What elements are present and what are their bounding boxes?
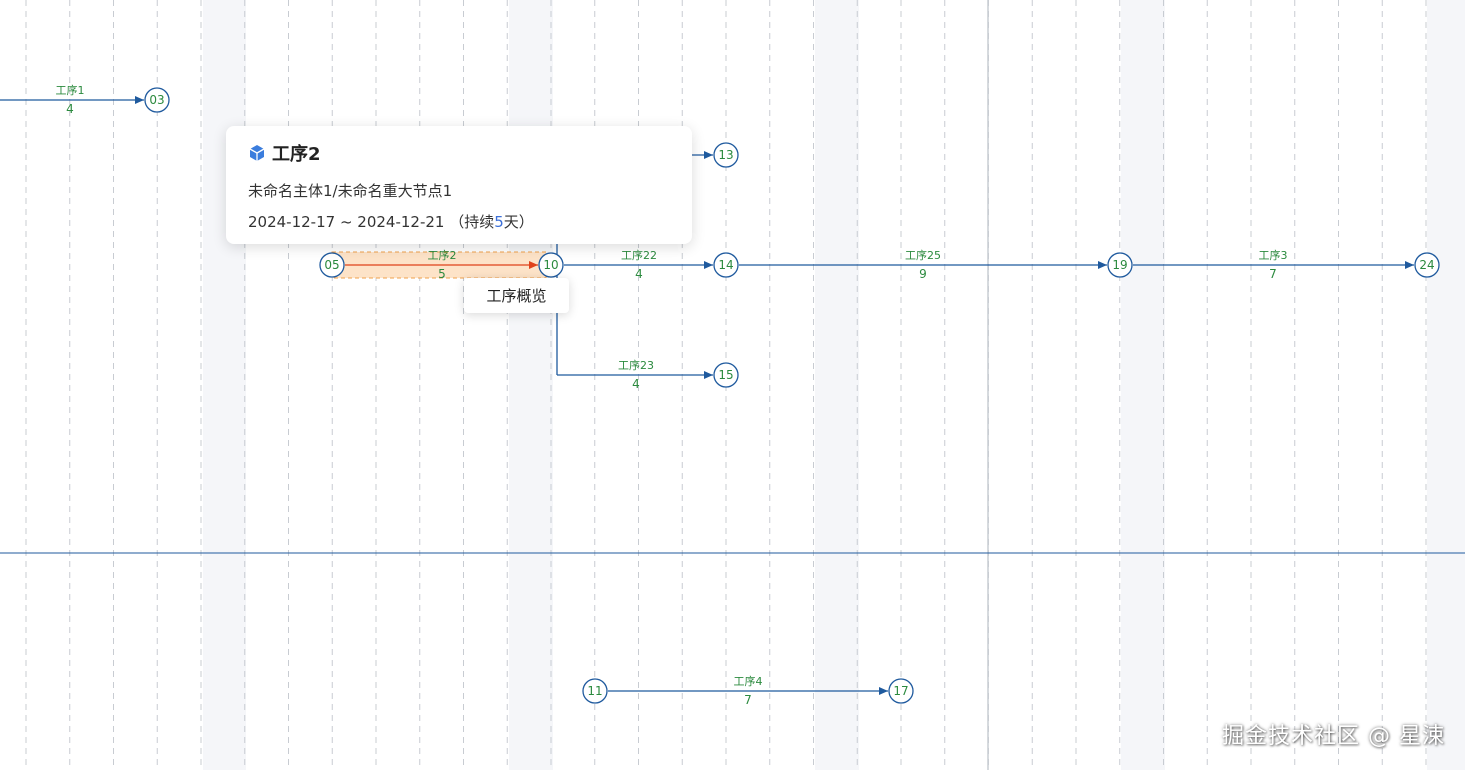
background-band <box>509 0 553 770</box>
edge-label-duration: 7 <box>1269 267 1277 281</box>
background-band <box>815 0 859 770</box>
background-band <box>1427 0 1465 770</box>
node-17[interactable]: 17 <box>888 678 914 704</box>
edge-工序3[interactable]: 工序3 7 <box>1133 248 1414 281</box>
tooltip-date-range: 2024-12-17 ~ 2024-12-21 <box>248 213 445 231</box>
node-19[interactable]: 19 <box>1107 252 1133 278</box>
node-13[interactable]: 13 <box>713 142 739 168</box>
context-menu-item-label: 工序概览 <box>486 287 547 305</box>
node-05[interactable]: 05 <box>319 252 345 278</box>
tooltip-title-text: 工序2 <box>272 144 321 165</box>
svg-text:17: 17 <box>893 684 908 698</box>
node-10[interactable]: 10 <box>538 252 564 278</box>
svg-text:19: 19 <box>1112 258 1127 272</box>
edge-label-duration: 5 <box>438 267 446 281</box>
context-menu-task-overview[interactable]: 工序概览 <box>464 278 569 313</box>
edge-label-name: 工序23 <box>618 358 654 372</box>
tooltip-duration-prefix: （持续 <box>449 213 495 231</box>
edge-label-duration: 9 <box>919 267 927 281</box>
svg-text:13: 13 <box>718 148 733 162</box>
edge-工序22[interactable]: 工序22 4 <box>564 248 713 281</box>
edge-label-name: 工序2 <box>428 248 457 262</box>
node-15[interactable]: 15 <box>713 362 739 388</box>
node-11[interactable]: 11 <box>582 678 608 704</box>
background-band <box>1121 0 1165 770</box>
tooltip-duration-suffix: 天） <box>503 213 534 231</box>
edge-工序2[interactable]: 工序2 5 <box>345 248 538 281</box>
svg-text:14: 14 <box>718 258 733 272</box>
edge-label-duration: 7 <box>744 693 752 707</box>
edge-label-name: 工序4 <box>734 674 763 688</box>
edge-工序1[interactable]: 工序1 4 <box>0 83 144 116</box>
tooltip-duration-value: 5 <box>494 213 504 231</box>
node-03[interactable]: 03 <box>144 87 170 113</box>
edge-label-name: 工序3 <box>1259 248 1288 262</box>
edge-label-duration: 4 <box>66 102 74 116</box>
tooltip-dates: 2024-12-17 ~ 2024-12-21 （持续5天） <box>248 211 670 232</box>
background-band <box>203 0 246 770</box>
node-24[interactable]: 24 <box>1414 252 1440 278</box>
svg-text:10: 10 <box>543 258 558 272</box>
svg-text:15: 15 <box>718 368 733 382</box>
svg-text:11: 11 <box>587 684 602 698</box>
background-bands <box>203 0 1465 770</box>
edge-工序4[interactable]: 工序4 7 <box>608 674 888 707</box>
tooltip-title: 工序2 <box>248 140 670 166</box>
task-tooltip: 工序2 未命名主体1/未命名重大节点1 2024-12-17 ~ 2024-12… <box>226 126 692 244</box>
edge-label-duration: 4 <box>635 267 643 281</box>
edge-label-name: 工序1 <box>56 83 85 97</box>
tooltip-path: 未命名主体1/未命名重大节点1 <box>248 182 453 200</box>
node-14[interactable]: 14 <box>713 252 739 278</box>
edge-label-name: 工序22 <box>621 248 657 262</box>
cube-icon <box>248 144 266 162</box>
svg-text:24: 24 <box>1419 258 1434 272</box>
watermark: 掘金技术社区 @ 星涑 <box>1222 724 1445 749</box>
time-grid <box>25 0 1427 770</box>
edge-label-duration: 4 <box>632 377 640 391</box>
svg-text:03: 03 <box>149 93 164 107</box>
svg-text:05: 05 <box>324 258 339 272</box>
edge-label-name: 工序25 <box>905 248 941 262</box>
edge-工序25[interactable]: 工序25 9 <box>739 248 1107 281</box>
